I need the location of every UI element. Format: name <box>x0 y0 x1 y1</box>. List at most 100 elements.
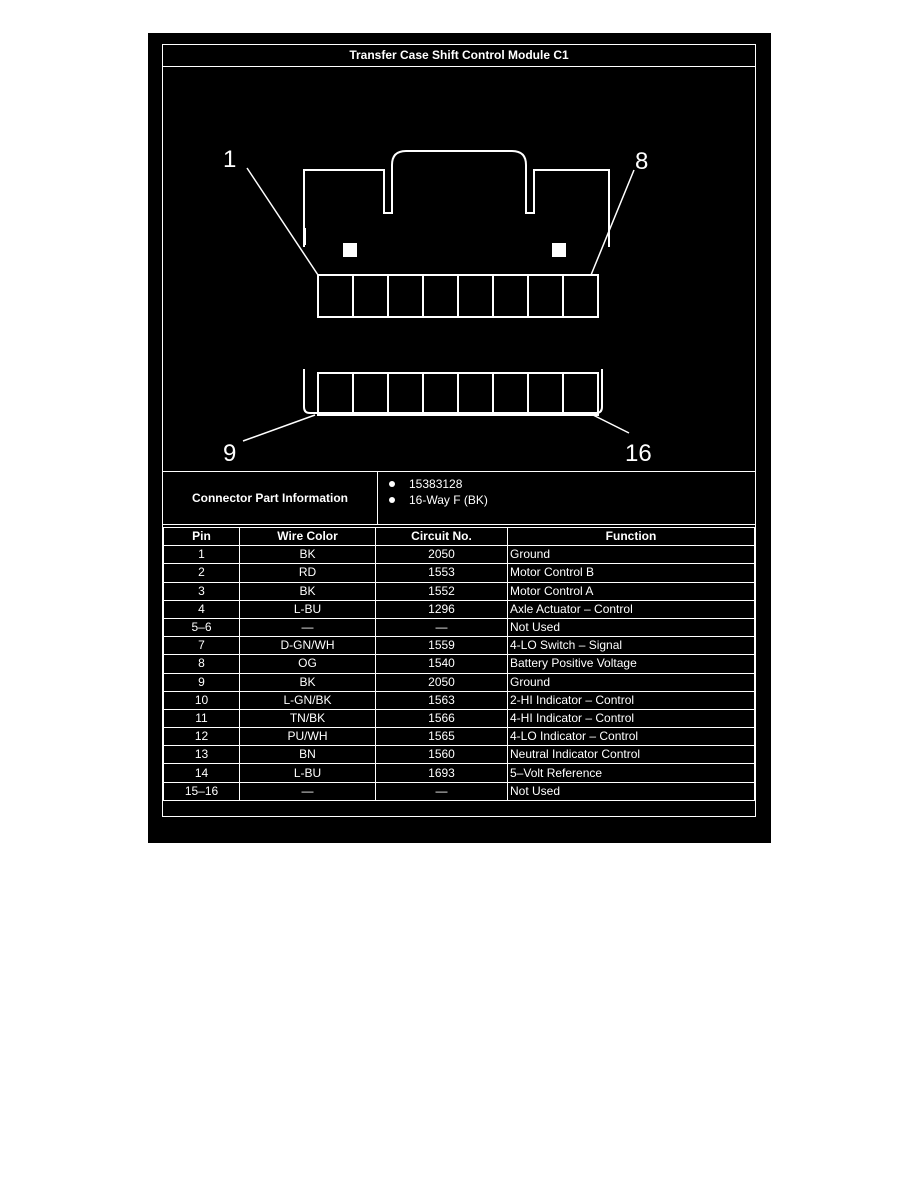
cavity-10 <box>352 372 389 416</box>
function-cell: Ground <box>507 545 755 565</box>
wire-color-cell: — <box>239 781 376 801</box>
part-info-item: 15383128 <box>389 476 488 492</box>
cavity-4 <box>422 274 459 318</box>
connector-frame: Transfer Case Shift Control Module C1 <box>162 44 756 817</box>
pin-cell: 3 <box>163 581 240 601</box>
locator-square-right <box>552 243 566 257</box>
part-info-label: Connector Part Information <box>163 472 378 524</box>
cavity-9 <box>317 372 354 416</box>
cavity-13 <box>457 372 494 416</box>
locator-square-left <box>343 243 357 257</box>
function-cell: 5–Volt Reference <box>507 763 755 783</box>
connector-housing-outline <box>303 150 610 247</box>
pin-cell: 9 <box>163 672 240 692</box>
wire-color-cell: L-GN/BK <box>239 690 376 710</box>
pin-cell: 15–16 <box>163 781 240 801</box>
circuit-cell: 1552 <box>375 581 508 601</box>
pin-label-1: 1 <box>223 146 236 173</box>
pin-cell: 12 <box>163 727 240 747</box>
header-pin: Pin <box>163 526 240 547</box>
part-info-item: 16-Way F (BK) <box>389 492 488 508</box>
connector-title: Transfer Case Shift Control Module C1 <box>163 45 755 67</box>
pin-cell: 8 <box>163 654 240 674</box>
bottom-cavity-row <box>317 372 599 416</box>
circuit-cell: 1563 <box>375 690 508 710</box>
circuit-cell: 2050 <box>375 545 508 565</box>
circuit-cell: 1559 <box>375 636 508 656</box>
wire-color-cell: TN/BK <box>239 708 376 729</box>
leader-line-pin-9 <box>242 414 316 442</box>
function-cell: Axle Actuator – Control <box>507 599 755 619</box>
part-number: 15383128 <box>409 477 463 491</box>
wire-color-cell: BK <box>239 581 376 601</box>
connector-type: 16-Way F (BK) <box>409 493 488 507</box>
pin-cell: 4 <box>163 599 240 619</box>
pinout-header-row: Pin Wire Color Circuit No. Function <box>163 526 755 547</box>
pin-cell: 13 <box>163 745 240 765</box>
cavity-2 <box>352 274 389 318</box>
connector-sheet: Transfer Case Shift Control Module C1 <box>148 33 771 843</box>
circuit-cell: — <box>375 617 508 638</box>
connector-lower-body <box>303 369 603 414</box>
function-cell: Not Used <box>507 781 755 801</box>
leader-line-pin-16 <box>592 414 630 434</box>
pin-label-9: 9 <box>223 440 236 467</box>
circuit-cell: 1560 <box>375 745 508 765</box>
top-cavity-row <box>317 274 599 318</box>
wire-color-cell: — <box>239 617 376 638</box>
function-cell: Motor Control B <box>507 563 755 583</box>
cavity-11 <box>387 372 424 416</box>
pin-cell: 10 <box>163 690 240 710</box>
pin-label-8: 8 <box>635 148 648 175</box>
connector-face-drawing: 1 8 9 16 <box>223 146 652 467</box>
pin-cell: 5–6 <box>163 617 240 638</box>
connector-part-info: Connector Part Information 15383128 16-W… <box>163 471 755 525</box>
wire-color-cell: BK <box>239 545 376 565</box>
bullet-icon <box>389 481 395 487</box>
circuit-cell: 2050 <box>375 672 508 692</box>
function-cell: Battery Positive Voltage <box>507 654 755 674</box>
table-row: 15–16——Not Used <box>163 781 755 801</box>
wire-color-cell: PU/WH <box>239 727 376 747</box>
circuit-cell: 1540 <box>375 654 508 674</box>
pin-cell: 14 <box>163 763 240 783</box>
cavity-7 <box>527 274 564 318</box>
header-wire-color: Wire Color <box>239 526 376 547</box>
circuit-cell: 1565 <box>375 727 508 747</box>
header-function: Function <box>507 526 755 547</box>
part-info-list: 15383128 16-Way F (BK) <box>389 476 488 508</box>
connector-diagram: 1 8 9 16 <box>163 67 755 471</box>
pin-cell: 7 <box>163 636 240 656</box>
pin-cell: 2 <box>163 563 240 583</box>
function-cell: Motor Control A <box>507 581 755 601</box>
function-cell: 4-LO Indicator – Control <box>507 727 755 747</box>
function-cell: 4-HI Indicator – Control <box>507 708 755 729</box>
cavity-12 <box>422 372 459 416</box>
circuit-cell: 1553 <box>375 563 508 583</box>
cavity-3 <box>387 274 424 318</box>
wire-color-cell: L-BU <box>239 763 376 783</box>
function-cell: 4-LO Switch – Signal <box>507 636 755 656</box>
wire-color-cell: RD <box>239 563 376 583</box>
leader-line-pin-1 <box>246 167 319 276</box>
wire-color-cell: OG <box>239 654 376 674</box>
pin-cell: 1 <box>163 545 240 565</box>
function-cell: Not Used <box>507 617 755 638</box>
header-circuit-no: Circuit No. <box>375 526 508 547</box>
bullet-icon <box>389 497 395 503</box>
function-cell: 2-HI Indicator – Control <box>507 690 755 710</box>
pin-cell: 11 <box>163 708 240 729</box>
